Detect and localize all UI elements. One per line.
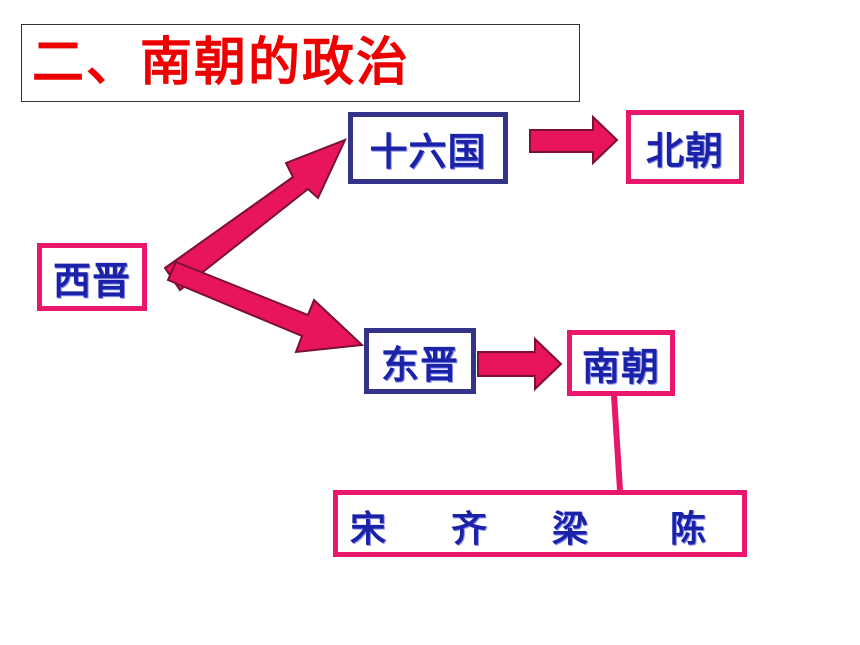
connector-line — [611, 394, 623, 491]
arrow-xijin-to-dongjin — [166, 260, 365, 354]
arrow-dongjin-to-nanchao — [477, 336, 563, 392]
node-nanchao: 南朝 — [567, 330, 675, 396]
node-dongjin: 东晋 — [364, 328, 476, 394]
dynasty-sequence-box — [333, 490, 747, 557]
title-box: 二、南朝的政治 — [21, 24, 580, 102]
dynasty-liang: 梁 — [552, 509, 589, 550]
node-xijin: 西晋 — [37, 243, 147, 311]
dynasty-qi: 齐 — [451, 509, 488, 550]
node-beichao: 北朝 — [626, 110, 744, 184]
dynasty-song: 宋 — [350, 509, 387, 550]
dynasty-chen: 陈 — [670, 509, 707, 550]
node-shiliuguo: 十六国 — [348, 112, 508, 184]
page-title: 二、南朝的政治 — [32, 33, 411, 93]
arrow-shiliuguo-to-beichao — [529, 114, 619, 166]
